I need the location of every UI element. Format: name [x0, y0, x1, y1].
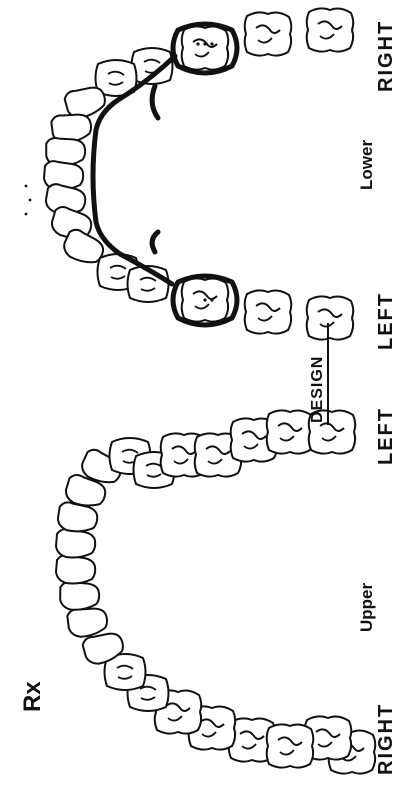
- lower-tooth: [307, 296, 354, 339]
- upper-tooth: [59, 580, 100, 611]
- upper-tooth: [56, 529, 95, 557]
- design-heading: DESIGN: [309, 356, 326, 423]
- upper-tooth: [267, 724, 314, 767]
- lower-left-label: LEFT: [375, 292, 397, 350]
- upper-label: Upper: [357, 583, 376, 633]
- lower-label: Lower: [357, 140, 376, 190]
- upper-right-label: RIGHT: [375, 703, 397, 775]
- lower-arch: [44, 8, 353, 339]
- lower-tooth: [182, 26, 229, 69]
- upper-tooth: [267, 410, 314, 453]
- lower-right-label: RIGHT: [375, 20, 397, 92]
- upper-arch: [56, 410, 375, 773]
- lower-tooth: [245, 290, 292, 333]
- upper-left-label: LEFT: [375, 407, 397, 465]
- upper-tooth: [56, 555, 95, 583]
- lower-tooth: [245, 12, 292, 55]
- lower-tooth: [307, 8, 354, 51]
- prescription-symbol: Rx: [19, 681, 46, 712]
